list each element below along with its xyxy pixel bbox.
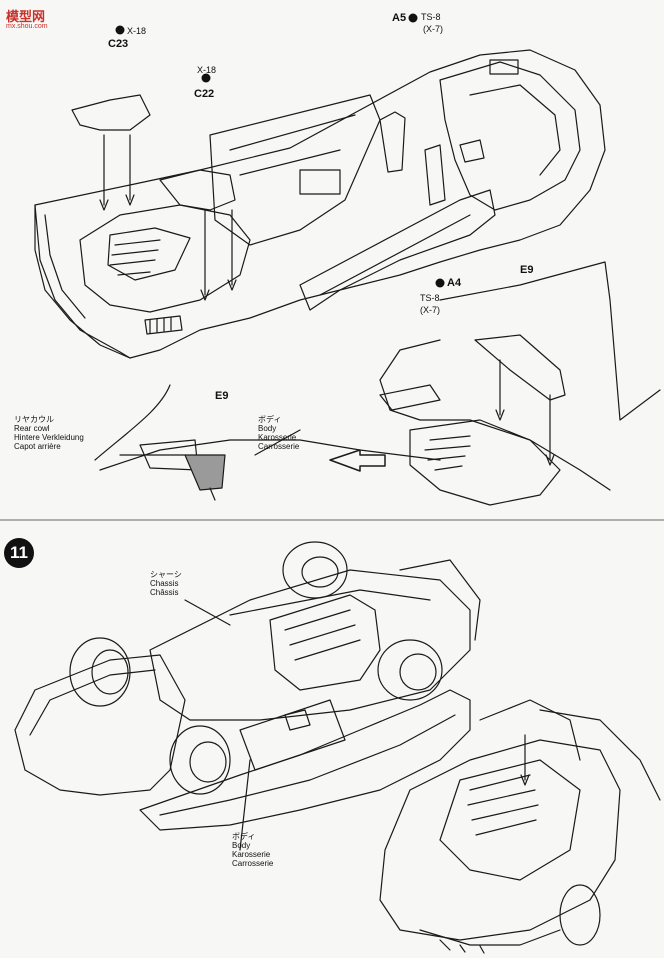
rear-cowl-label: リヤカウル Rear cowl Hintere Verkleidung Capo… bbox=[14, 415, 84, 451]
e9-part-label-detail: E9 bbox=[215, 390, 229, 402]
a5-part-label: A5 bbox=[392, 12, 407, 24]
e9-part-label-right: E9 bbox=[520, 264, 534, 276]
rear-cowl-drawing bbox=[34, 49, 661, 506]
watermark-url: mx.shou.com bbox=[6, 23, 48, 30]
body-label-step10: ボディ Body Karosserie Carrosserie bbox=[258, 415, 300, 451]
a4-part-label: A4 bbox=[447, 277, 462, 289]
chassis-body-drawing bbox=[14, 541, 661, 954]
a5-paint-1: TS-8 bbox=[421, 12, 441, 22]
c22-paint: X-18 bbox=[197, 65, 217, 75]
a5-paint-2: (X-7) bbox=[423, 24, 443, 34]
a4-paint-1: TS-8 bbox=[420, 293, 440, 303]
watermark-logo: 模型网 bbox=[6, 9, 46, 24]
chassis-label: シャーシ Chassis Châssis bbox=[150, 570, 182, 597]
step-number-badge: 11 bbox=[4, 538, 34, 568]
body-label-step11: ボディ Body Karosserie Carrosserie bbox=[232, 832, 274, 868]
c22-part-label: C22 bbox=[194, 88, 215, 100]
c23-part-label: C23 bbox=[108, 38, 129, 50]
a4-paint-2: (X-7) bbox=[420, 305, 440, 315]
paint-drop-icon bbox=[115, 13, 445, 288]
c23-paint: X-18 bbox=[127, 26, 147, 36]
